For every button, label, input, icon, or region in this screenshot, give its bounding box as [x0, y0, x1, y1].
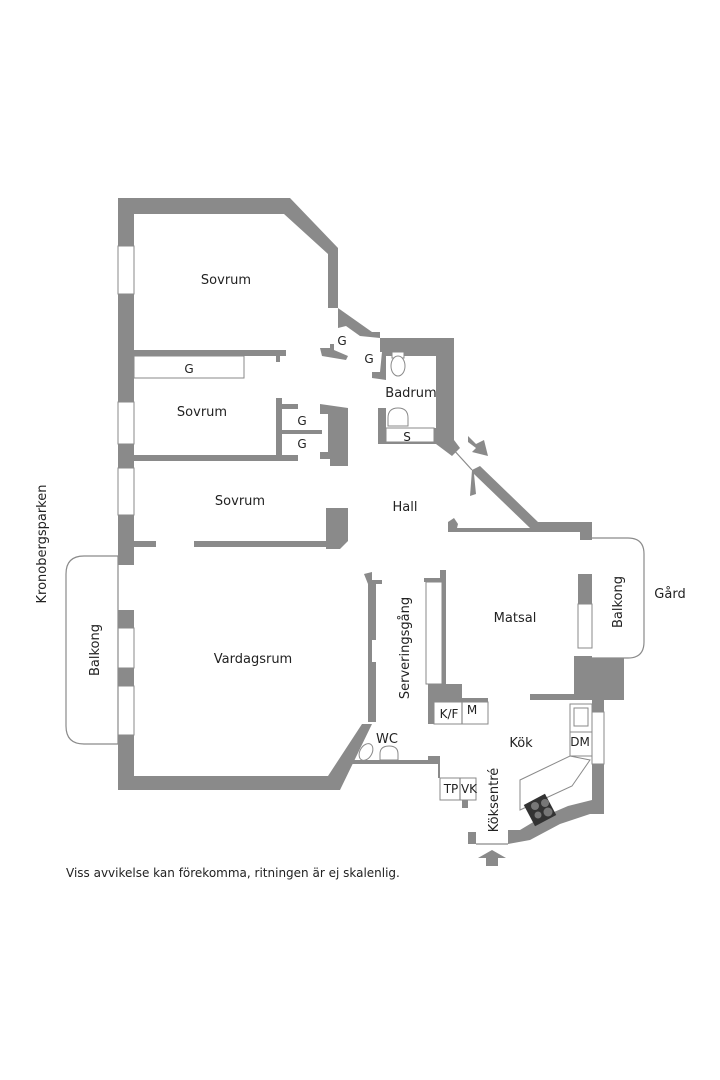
stove-icon	[523, 793, 557, 827]
balkong-right-label: Balkong	[611, 576, 626, 628]
room-label-hall: Hall	[393, 500, 418, 515]
room-label-matsal: Matsal	[494, 611, 537, 626]
balkong-left-label: Balkong	[88, 624, 103, 676]
room-labels: Sovrum Sovrum Sovrum Badrum Hall Matsal …	[177, 273, 536, 751]
sink-icon	[387, 407, 409, 427]
microwave-label: M	[467, 703, 477, 717]
dishwasher-label: DM	[570, 735, 590, 749]
washer-label: VK	[461, 782, 478, 796]
disclaimer-note: Viss avvikelse kan förekomma, ritningen …	[66, 866, 400, 880]
closet-label: G	[184, 362, 193, 376]
closet-label: G	[364, 352, 373, 366]
room-label-kok: Kök	[509, 736, 533, 751]
room-label-sovrum-2: Sovrum	[177, 405, 227, 420]
dryer-label: TP	[443, 782, 459, 796]
entrance-arrow-icon	[478, 850, 506, 866]
fridge-freezer-label: K/F	[440, 707, 459, 721]
vertical-labels: Serveringsgång Köksentré Balkong Balkong…	[35, 485, 626, 833]
appliance-labels: K/F M TP VK DM	[440, 703, 590, 796]
shower-label: S	[403, 430, 411, 444]
wc-toilet-icon	[358, 743, 374, 761]
serveringsgang-label: Serveringsgång	[398, 597, 413, 699]
room-label-sovrum-1: Sovrum	[201, 273, 251, 288]
wc-sink-icon	[379, 745, 399, 761]
closet-label: G	[297, 437, 306, 451]
gard-label: Gård	[654, 587, 685, 602]
closet-label: G	[337, 334, 346, 348]
toilet-icon	[390, 351, 406, 377]
storage-labels: G G G G G S	[184, 334, 410, 451]
balconies	[65, 537, 645, 745]
walls	[118, 198, 624, 844]
fixtures	[133, 351, 593, 845]
koksentre-label: Köksentré	[487, 768, 502, 833]
room-label-vardagsrum: Vardagsrum	[214, 652, 292, 667]
room-label-badrum: Badrum	[385, 386, 436, 401]
room-label-wc: WC	[376, 732, 398, 747]
closet-label: G	[297, 414, 306, 428]
kronobergsparken-label: Kronobergsparken	[35, 485, 50, 604]
windows	[117, 245, 605, 765]
room-label-sovrum-3: Sovrum	[215, 494, 265, 509]
